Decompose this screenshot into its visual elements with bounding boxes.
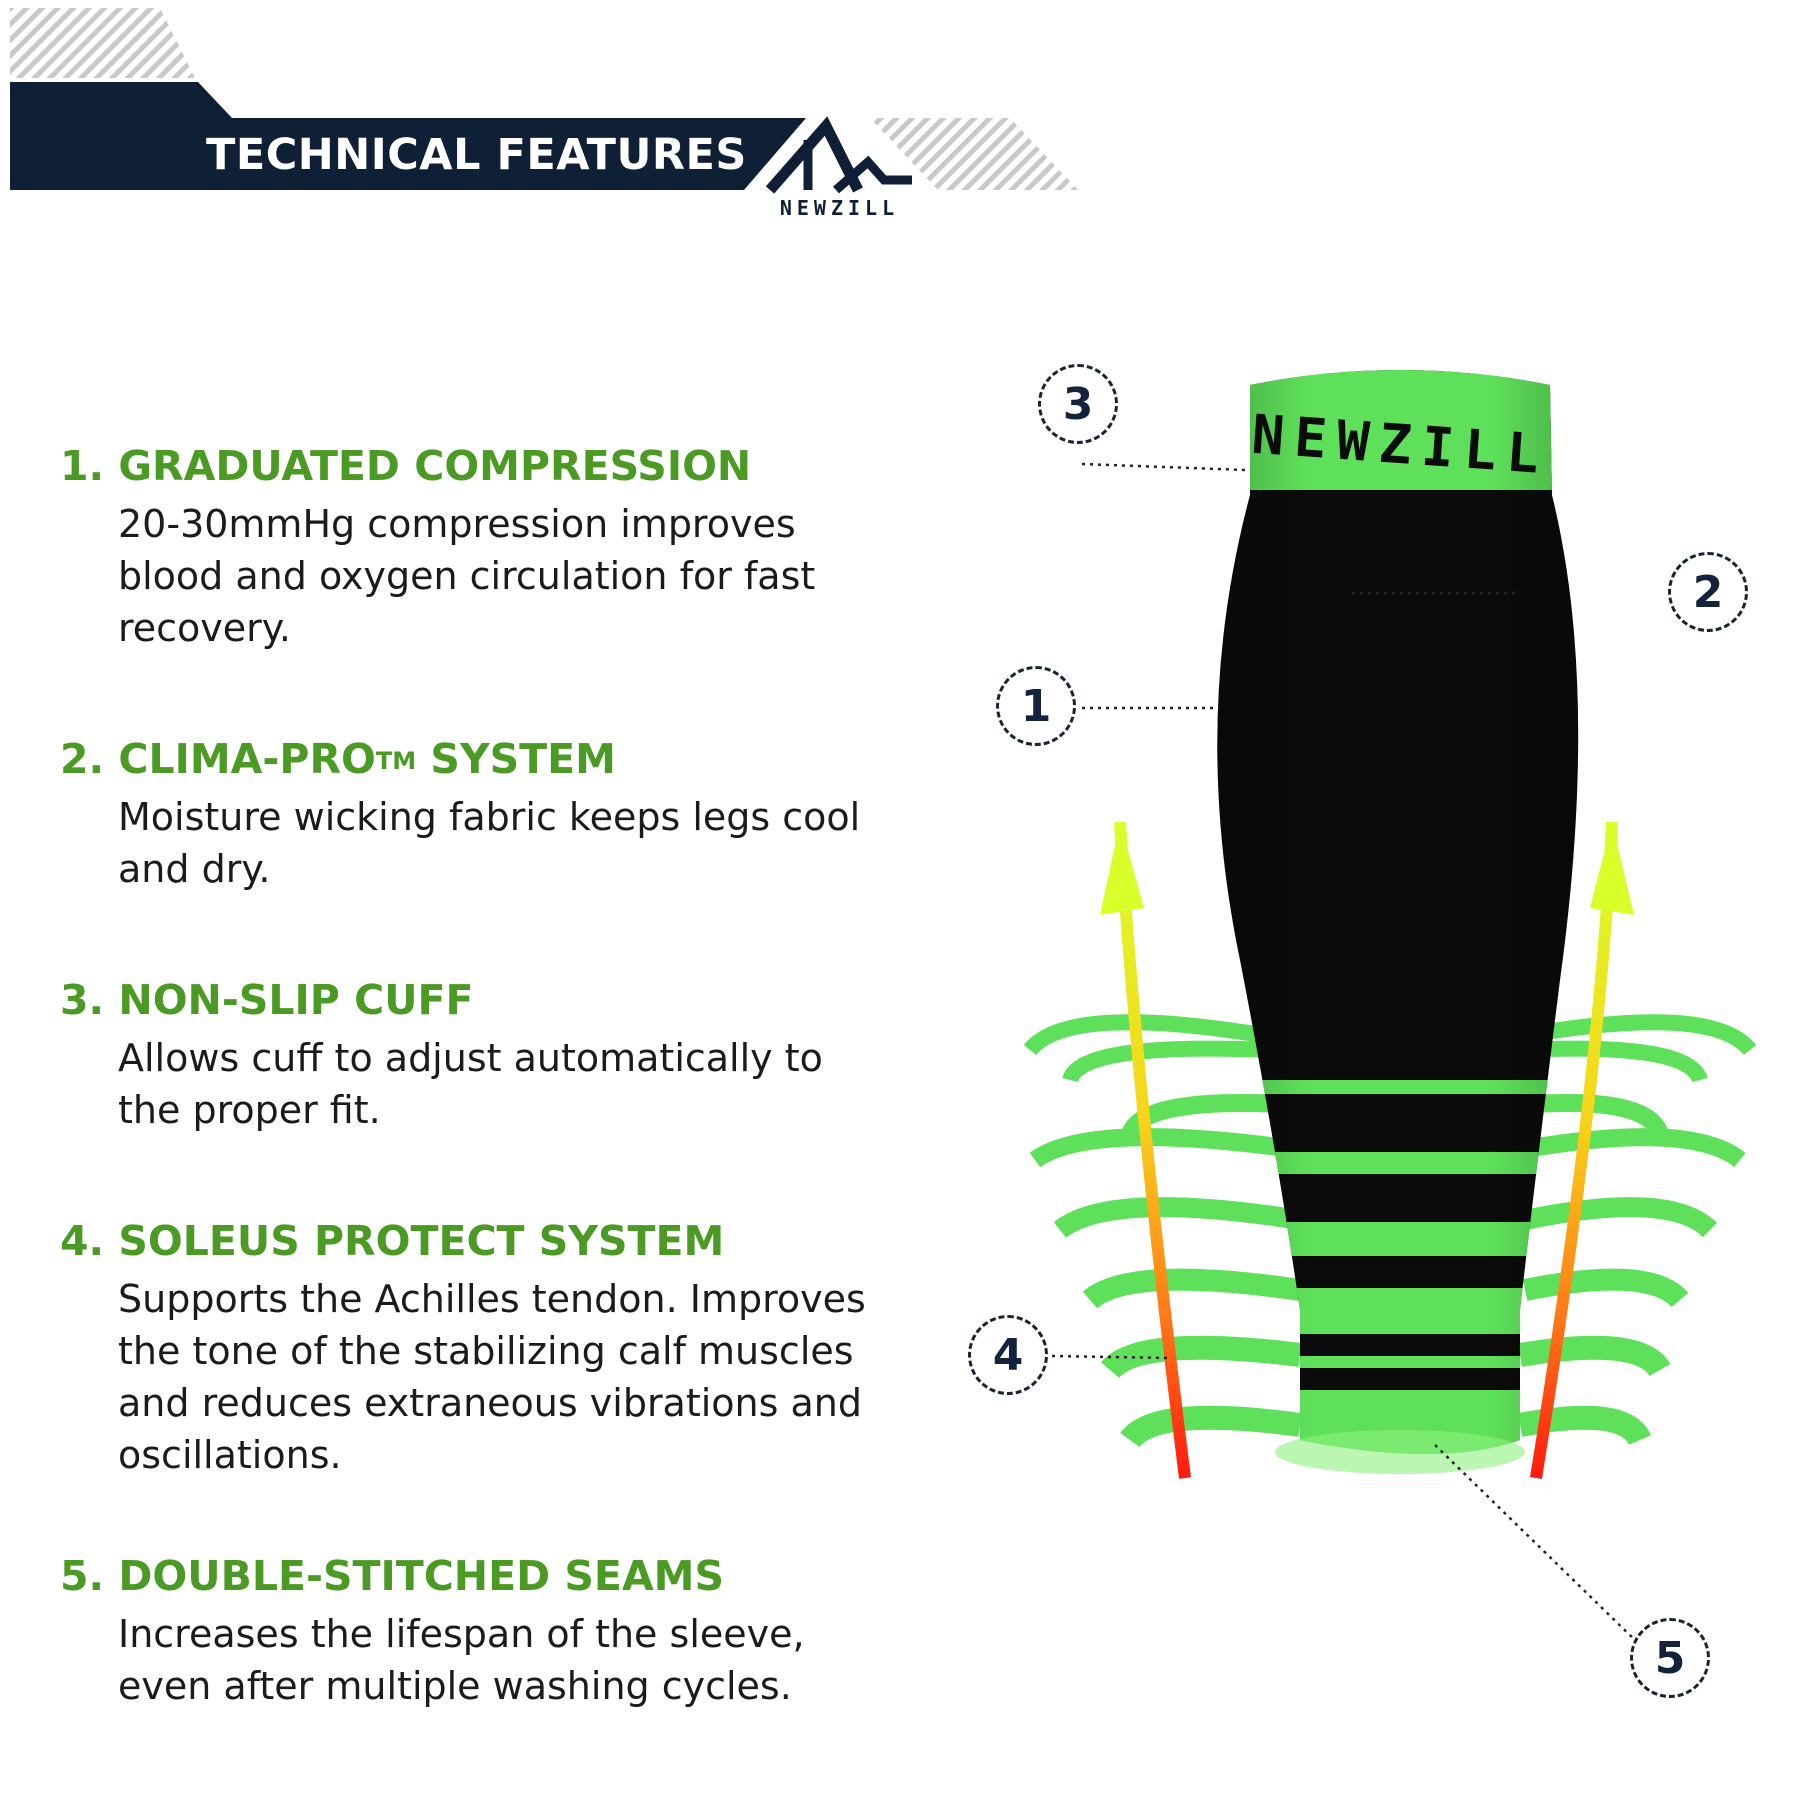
feature-heading-suffix: SYSTEM: [416, 735, 616, 783]
callout-badge-4: 4: [968, 1315, 1048, 1395]
feature-title: 3. NON-SLIP CUFF: [60, 976, 880, 1024]
feature-number: 5.: [60, 1552, 105, 1600]
feature-heading: GRADUATED COMPRESSION: [118, 442, 752, 490]
feature-item-double-stitched: 5. DOUBLE-STITCHED SEAMS Increases the l…: [60, 1552, 880, 1712]
feature-description: Moisture wicking fabric keeps legs cool …: [118, 795, 861, 891]
feature-heading: CLIMA-PRO: [118, 735, 376, 783]
title-bar: [10, 82, 806, 190]
feature-title: 2. CLIMA-PROTM SYSTEM: [60, 735, 880, 783]
feature-heading: DOUBLE-STITCHED SEAMS: [118, 1552, 725, 1600]
circulation-arrow-left-icon: [1100, 821, 1191, 1479]
hatch-decoration-left: [10, 8, 195, 78]
feature-item-soleus-protect: 4. SOLEUS PROTECT SYSTEM Supports the Ac…: [60, 1217, 880, 1481]
circulation-arrow-right-icon: [1530, 821, 1634, 1479]
callout-badge-5: 5: [1630, 1618, 1710, 1698]
page-title: TECHNICAL FEATURES: [206, 130, 747, 180]
header-banner: TECHNICAL FEATURES NEWZILL: [0, 0, 1100, 230]
product-illustration: NEWZILL 3 2 1 4 5: [940, 360, 1800, 1698]
feature-item-compression: 1. GRADUATED COMPRESSION 20-30mmHg compr…: [60, 442, 880, 654]
feature-item-clima-pro: 2. CLIMA-PROTM SYSTEM Moisture wicking f…: [60, 735, 880, 895]
feature-number: 3.: [60, 976, 105, 1024]
hatch-decoration-right: [870, 118, 1078, 190]
feature-title: 1. GRADUATED COMPRESSION: [60, 442, 880, 490]
feature-title: 4. SOLEUS PROTECT SYSTEM: [60, 1217, 880, 1265]
newzill-logo-icon: [765, 116, 912, 194]
calf-sleeve-graphic: NEWZILL: [1023, 370, 1757, 1646]
feature-number: 4.: [60, 1217, 105, 1265]
callout-badge-1: 1: [996, 666, 1076, 746]
brand-name: NEWZILL: [779, 196, 900, 220]
callout-leader-lines: [1051, 462, 1641, 1646]
trademark-mark: TM: [375, 747, 417, 775]
feature-description: Increases the lifespan of the sleeve, ev…: [118, 1612, 805, 1708]
feature-number: 1.: [60, 442, 105, 490]
feature-heading: NON-SLIP CUFF: [118, 976, 474, 1024]
feature-item-non-slip-cuff: 3. NON-SLIP CUFF Allows cuff to adjust a…: [60, 976, 880, 1136]
callout-badge-3: 3: [1038, 364, 1118, 444]
feature-description: Allows cuff to adjust automatically to t…: [118, 1036, 823, 1132]
feature-number: 2.: [60, 735, 105, 783]
feature-description: Supports the Achilles tendon. Improves t…: [118, 1277, 866, 1477]
feature-title: 5. DOUBLE-STITCHED SEAMS: [60, 1552, 880, 1600]
banner-graphic: [10, 8, 1078, 194]
feature-description: 20-30mmHg compression improves blood and…: [118, 502, 816, 650]
callout-badge-2: 2: [1668, 552, 1748, 632]
feature-heading: SOLEUS PROTECT SYSTEM: [118, 1217, 725, 1265]
